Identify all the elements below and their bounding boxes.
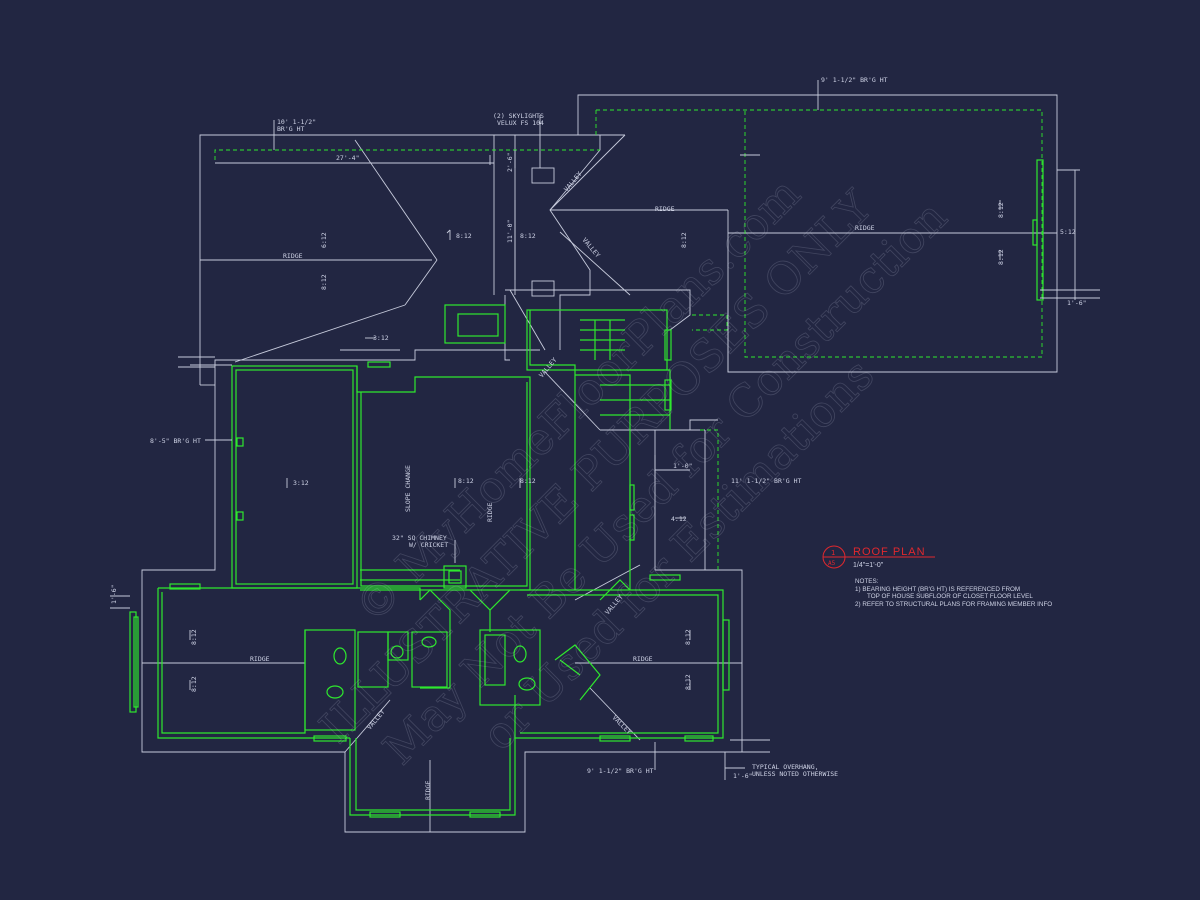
- dimension-lines: [110, 80, 1100, 780]
- pitch-label-11: 8:12: [458, 477, 474, 485]
- pitch-label-13: 4:12: [671, 515, 687, 523]
- dim-1-6-bottom: 1'-6": [733, 772, 753, 780]
- slope-change-label: SLOPE CHANGE: [404, 465, 412, 512]
- note-1-cont: TOP OF HOUSE SUBFLOOR OF CLOSET FLOOR LE…: [867, 593, 1033, 600]
- chimney-label-1: 32" SQ CHIMNEY: [392, 534, 447, 542]
- chimney-label-2: W/ CRICKET: [409, 541, 448, 549]
- pitch-label-7: 8:12: [997, 249, 1005, 265]
- overhang-label-2: UNLESS NOTED OTHERWISE: [752, 770, 838, 778]
- pitch-label-17: 8:12: [684, 674, 692, 690]
- pitch-label-12: 8:12: [520, 477, 536, 485]
- dim-27-label: 27'-4": [336, 154, 359, 162]
- overhang-label-1: TYPICAL OVERHANG,: [752, 763, 819, 771]
- pitch-label-1: 6:12: [320, 232, 328, 248]
- sheet-number: A5: [828, 560, 836, 567]
- ridge-label-left: RIDGE: [283, 252, 303, 260]
- skylights: [531, 167, 555, 297]
- note-1: 1) BEARING HEIGHT (BR'G HT) IS REFERENCE…: [855, 586, 1020, 593]
- pitch-label-4: 8:12: [520, 232, 536, 240]
- note-2: 2) REFER TO STRUCTURAL PLANS FOR FRAMING…: [855, 601, 1052, 608]
- title-block: 1 A5 ROOF PLAN 1/4"=1'-0" NOTES: 1) BEAR…: [822, 545, 1052, 608]
- brg-ht-11-label: 11' 1-1/2" BR'G HT: [731, 477, 802, 485]
- ridge-label-right: RIDGE: [855, 224, 875, 232]
- pitch-label-2: 8:12: [320, 274, 328, 290]
- brg-ht-left-label-2: BR'G HT: [277, 125, 304, 133]
- valley-label-2: VALLEY: [580, 236, 601, 259]
- floor-walls: [129, 159, 1044, 818]
- pitch-label-5: 8:12: [680, 232, 688, 248]
- pitch-label-9: 3:12: [373, 334, 389, 342]
- ridge-label-center: RIDGE: [655, 205, 675, 213]
- ridge-label-lower-right: RIDGE: [633, 655, 653, 663]
- dim-11-0-label: 11'-0": [506, 220, 514, 243]
- dim-1-6-left: 1'-6": [110, 584, 118, 604]
- dim-2-6-label: 2'-6": [506, 152, 514, 172]
- ridge-label-mid: RIDGE: [486, 502, 494, 522]
- pitch-label-3: 8:12: [456, 232, 472, 240]
- skylights-label-1: (2) SKYLIGHTS: [493, 112, 544, 120]
- notes-heading: NOTES:: [855, 578, 879, 585]
- dim-1-0-label: 1'-0": [673, 462, 693, 470]
- valley-label-1: VALLEY: [562, 170, 583, 193]
- dim-1-6-right: 1'-6": [1067, 299, 1087, 307]
- upper-wall-lines: [214, 109, 1043, 570]
- pitch-label-6: 8:12: [997, 202, 1005, 218]
- pitch-label-14: 8:12: [190, 629, 198, 645]
- brg-ht-left-label-1: 10' 1-1/2": [277, 118, 316, 126]
- brg-ht-bottom-label: 9' 1-1/2" BR'G HT: [587, 767, 654, 775]
- drawing-title: ROOF PLAN: [853, 546, 926, 558]
- skylights-label-2: VELUX FS 104: [497, 119, 544, 127]
- drawing-scale: 1/4"=1'-0": [853, 562, 884, 569]
- pitch-label-15: 8:12: [190, 676, 198, 692]
- brg-ht-8-5-label: 8'-5" BR'G HT: [150, 437, 201, 445]
- detail-number: 1: [831, 549, 835, 557]
- slope-arrows: [189, 200, 1001, 690]
- pitch-label-10: 3:12: [293, 479, 309, 487]
- watermark: © MyHomeFloorPlans.com ILLUSTRATIVE PURP…: [310, 168, 958, 775]
- ridge-label-lower-left: RIDGE: [250, 655, 270, 663]
- pitch-label-16: 8:12: [684, 629, 692, 645]
- pitch-label-8: 5:12: [1060, 228, 1076, 236]
- annotations: 9' 1-1/2" BR'G HT 10' 1-1/2" BR'G HT (2)…: [110, 76, 1087, 780]
- brg-ht-top-label: 9' 1-1/2" BR'G HT: [821, 76, 888, 84]
- ridge-label-bay: RIDGE: [424, 780, 432, 800]
